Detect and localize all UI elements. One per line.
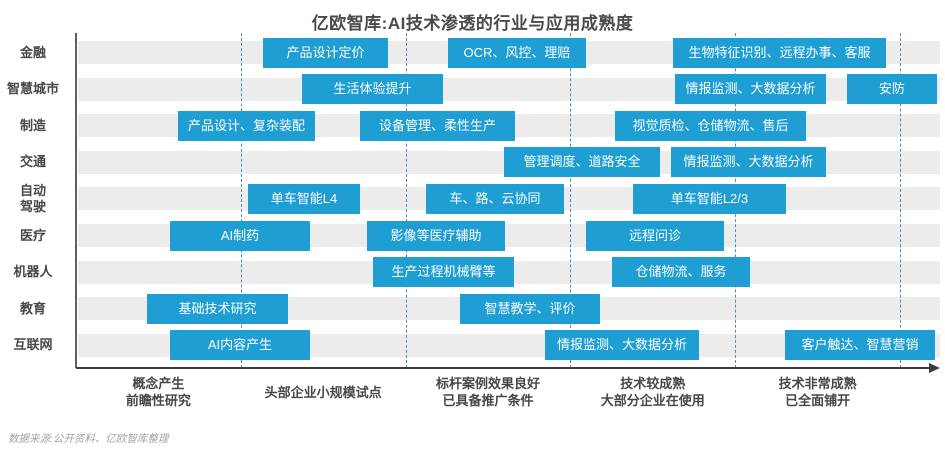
bar-segment: 安防	[846, 74, 937, 105]
bar-segment: 设备管理、柔性生产	[359, 110, 515, 141]
bar-segment: OCR、风控、理赔	[447, 37, 587, 68]
stage-label-4: 技术较成熟 大部分企业在使用	[600, 376, 705, 408]
stage-label-1: 概念产生 前瞻性研究	[125, 376, 191, 408]
bar-segment: 产品设计定价	[263, 37, 388, 68]
y-axis-line	[75, 33, 77, 368]
stage-label-2: 头部企业小规模试点	[264, 384, 382, 400]
bar-segment: 情报监测、大数据分析	[671, 147, 826, 178]
grid-line-2	[405, 33, 407, 368]
bar-segment: 客户触达、智慧营销	[784, 330, 935, 361]
row-label-finance: 金融	[19, 44, 46, 60]
bar-segment: 影像等医疗辅助	[367, 220, 505, 251]
bar-segment: 视觉质检、仓储物流、售后	[615, 110, 807, 141]
bar-segment: 情报监测、大数据分析	[545, 330, 699, 361]
bar-segment: AI内容产生	[169, 330, 310, 361]
grid-line-3	[570, 33, 572, 368]
bar-segment: 远程问诊	[586, 220, 724, 251]
grid-line-1	[240, 33, 242, 368]
row-label-education: 教育	[19, 300, 46, 316]
bar-segment: 产品设计、复杂装配	[178, 110, 315, 141]
row-label-robotics: 机器人	[13, 263, 53, 279]
row-label-smart-city: 智慧城市	[6, 80, 59, 96]
bar-segment: 车、路、云协同	[426, 183, 564, 214]
bar-segment: 单车智能L4	[248, 183, 360, 214]
row-label-manufacturing: 制造	[19, 117, 46, 133]
row-label-autonomous-driving: 自动 驾驶	[19, 182, 46, 214]
bar-segment: 管理调度、道路安全	[503, 147, 661, 178]
source-note: 数据来源:公开资料、亿欧智库整理	[8, 433, 169, 445]
bar-segment: 生活体验提升	[301, 74, 443, 105]
row-label-healthcare: 医疗	[19, 227, 46, 243]
grid-line-5	[900, 33, 901, 368]
bar-segment: 基础技术研究	[147, 293, 288, 324]
stage-label-3: 标杆案例效果良好 已具备推广条件	[435, 376, 541, 408]
chart-title: 亿欧智库:AI技术渗透的行业与应用成熟度	[311, 14, 634, 33]
bar-segment: 生物特征识别、远程办事、客服	[673, 37, 886, 68]
bar-segment: 智慧教学、评价	[459, 293, 601, 324]
bar-segment: 仓储物流、服务	[611, 257, 751, 288]
row-label-transportation: 交通	[19, 154, 46, 170]
bar-segment: AI制药	[169, 220, 310, 251]
bar-segment: 生产过程机械臂等	[372, 257, 515, 288]
x-axis-arrow-icon	[929, 363, 940, 373]
bar-segment: 情报监测、大数据分析	[675, 74, 826, 105]
stage-label-5: 技术非常成熟 已全面铺开	[778, 376, 857, 408]
bar-segment: 单车智能L2/3	[633, 183, 786, 214]
x-axis-line	[76, 367, 932, 369]
row-label-internet: 互联网	[13, 337, 53, 353]
